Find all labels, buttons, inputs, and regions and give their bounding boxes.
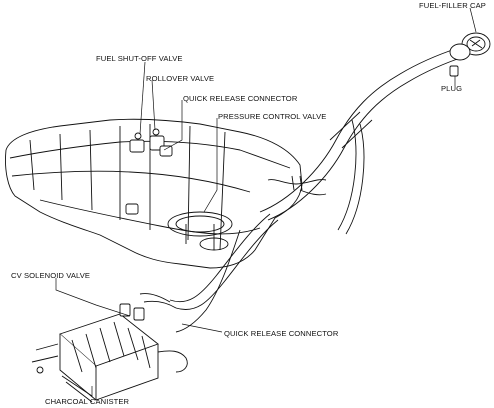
label-charcoal-canister: CHARCOAL CANISTER [45,397,130,406]
label-fuel-shutoff-valve: FUEL SHUT-OFF VALVE [96,54,183,63]
label-quick-release-connector-top: QUICK RELEASE CONNECTOR [183,94,298,103]
label-rollover-valve: ROLLOVER VALVE [146,74,215,83]
charcoal-canister-body [31,303,188,403]
tank-valves [125,128,173,215]
label-pressure-control-valve: PRESSURE CONTROL VALVE [218,112,327,121]
vapor-hoses [139,175,327,333]
filler-neck [259,47,467,235]
label-quick-release-connector-bottom: QUICK RELEASE CONNECTOR [224,329,339,338]
fuel-pump-unit [167,211,233,251]
leader-lines [55,7,477,397]
fuel-filler-cap [449,32,491,61]
label-fuel-filler-cap: FUEL-FILLER CAP [419,1,486,10]
label-plug: PLUG [441,84,463,93]
plug-part [449,65,459,77]
label-cv-solenoid-valve: CV SOLENOID VALVE [11,271,91,280]
